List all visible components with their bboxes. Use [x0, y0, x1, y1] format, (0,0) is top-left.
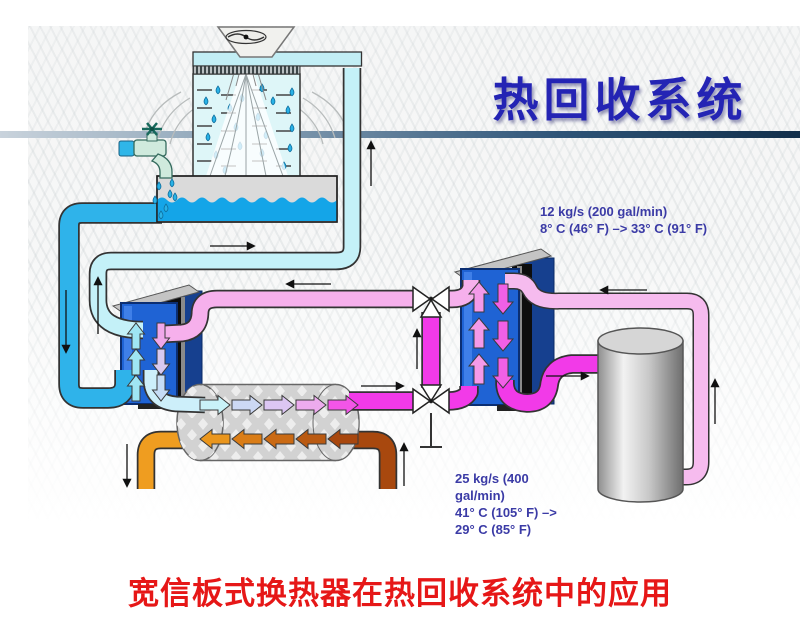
- fan-icon: [225, 29, 267, 45]
- water-basin: [156, 175, 338, 223]
- cooling-water-flow: 12 kg/s (200 gal/min): [540, 204, 668, 219]
- exchanger-right-channel-arrows: [467, 281, 515, 389]
- waste-water-outlet-pipe: [136, 430, 205, 489]
- spray-cone: [206, 74, 288, 176]
- recovered-water-flow-2: gal/min): [455, 487, 505, 503]
- cooling-tower: [145, 39, 348, 178]
- shell-tube-heat-exchanger: [176, 383, 360, 462]
- warm-water-pipe: [162, 277, 481, 344]
- flow-direction-arrows: [61, 140, 720, 488]
- cooling-water-label: 12 kg/s (200 gal/min) 8° C (46° F) –> 33…: [540, 204, 707, 238]
- title-divider-line: [0, 131, 800, 138]
- slide-title: 热回收系统: [492, 74, 748, 126]
- drift-eliminator: [192, 65, 301, 75]
- valve-bottom: [412, 384, 450, 415]
- waste-water-inlet-pipe: [349, 430, 398, 489]
- recovered-water-temps-2: 29° C (85° F): [455, 521, 532, 537]
- shell-tube-channel-arrows: [199, 394, 359, 450]
- spray-lines: [209, 73, 284, 177]
- cool-water-pipe: [88, 68, 362, 340]
- drain-symbol: [420, 413, 442, 448]
- exchanger-left-channel-arrows: [126, 322, 171, 402]
- recovered-water-flow-1: 25 kg/s (400: [455, 471, 529, 486]
- tank-loop-pipe: [505, 272, 710, 486]
- recovered-water-temps-1: 41° C (105° F) –>: [455, 504, 557, 520]
- hot-water-pipe: [349, 312, 610, 413]
- basin-water: [157, 197, 337, 221]
- cooling-water-temps: 8° C (46° F) –> 33° C (91° F): [540, 220, 708, 236]
- basin-outlet-pipe: [58, 202, 162, 409]
- cooling-tower-top: [192, 26, 363, 75]
- slide-caption: 宽信板式换热器在热回收系统中的应用: [128, 576, 672, 611]
- faucet-icon: [118, 122, 178, 220]
- storage-tank: [597, 327, 684, 503]
- recovered-water-label: 25 kg/s (400 gal/min) 41° C (105° F) –> …: [455, 471, 557, 539]
- valve-top: [412, 285, 450, 318]
